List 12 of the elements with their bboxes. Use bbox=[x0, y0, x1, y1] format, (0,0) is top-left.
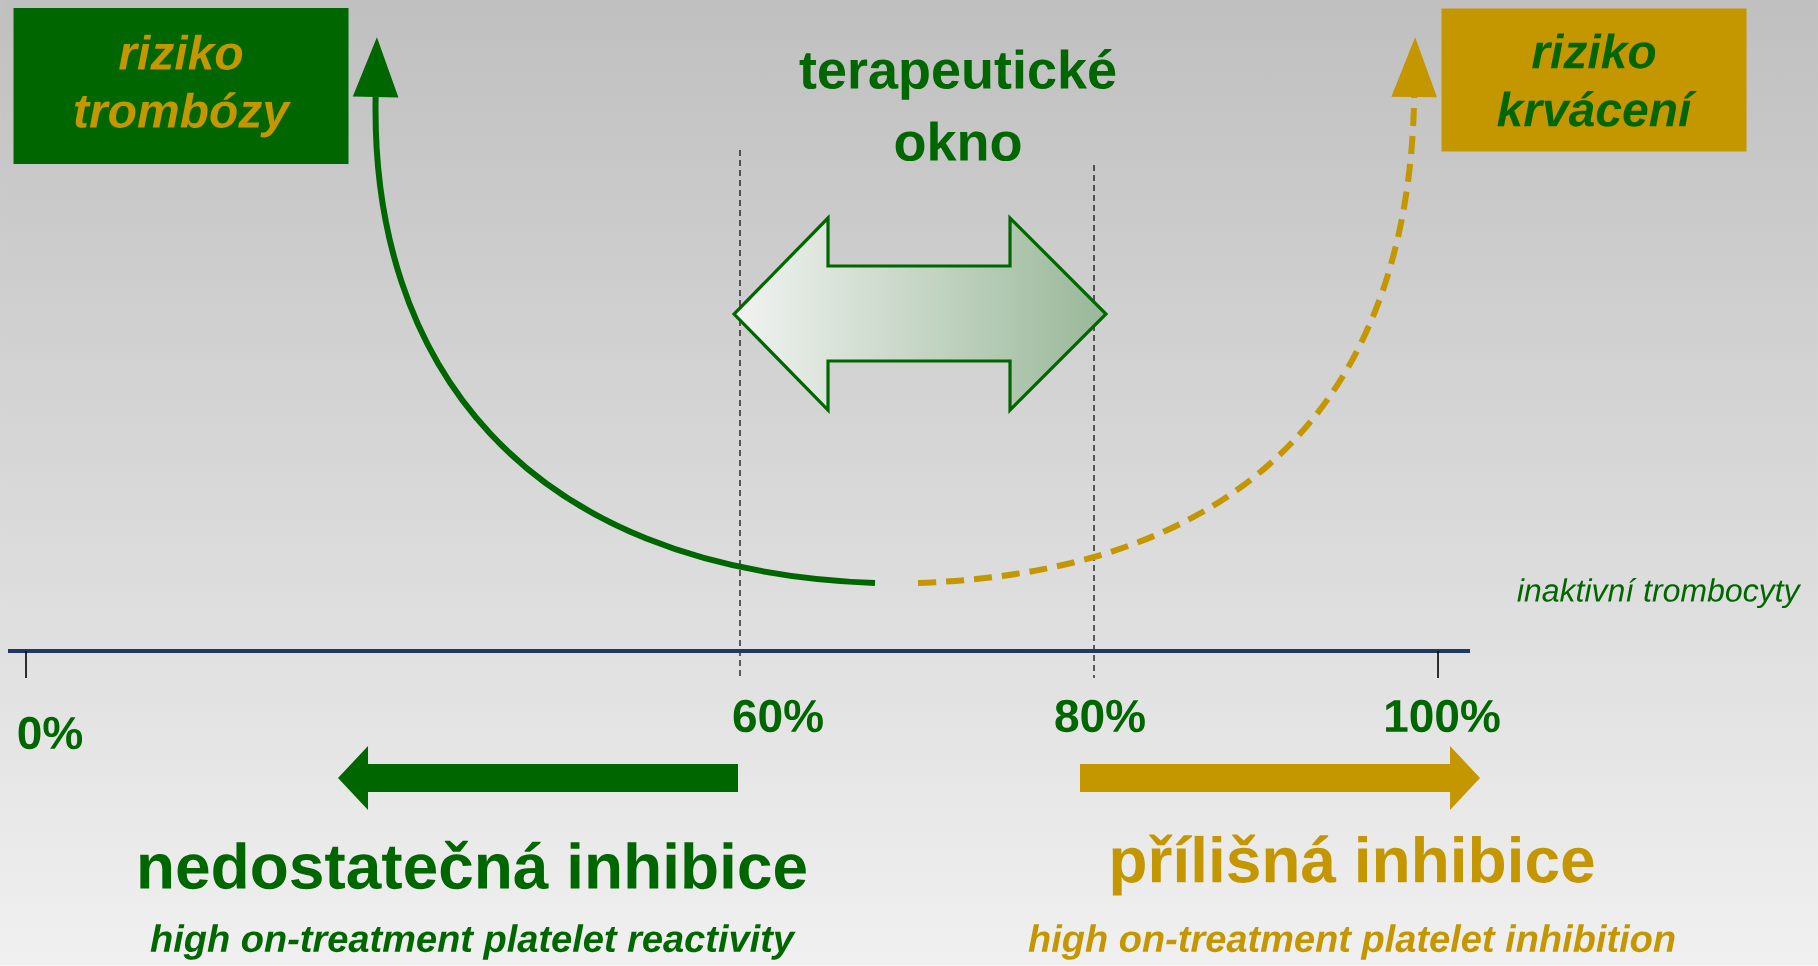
subtitle: high on-treatment platelet reactivity bbox=[150, 924, 796, 960]
window-title: terapeutické okno bbox=[799, 48, 1116, 162]
inhibition-heading: přílišná inhibice bbox=[1112, 834, 1594, 896]
axis-label: 80% bbox=[1055, 699, 1145, 733]
axis-label: 60% bbox=[733, 699, 823, 733]
subtitle: high on-treatment platelet inhibition bbox=[1028, 924, 1675, 960]
risk-box: riziko krvácení bbox=[1441, 8, 1747, 152]
inhibition-heading: nedostatečná inhibice bbox=[140, 840, 806, 890]
note: inaktivní trombocyty bbox=[1517, 577, 1802, 609]
axis-label: 100% bbox=[1386, 699, 1500, 733]
axis-label: 0% bbox=[18, 716, 83, 750]
risk-box: riziko trombózy bbox=[13, 8, 349, 164]
